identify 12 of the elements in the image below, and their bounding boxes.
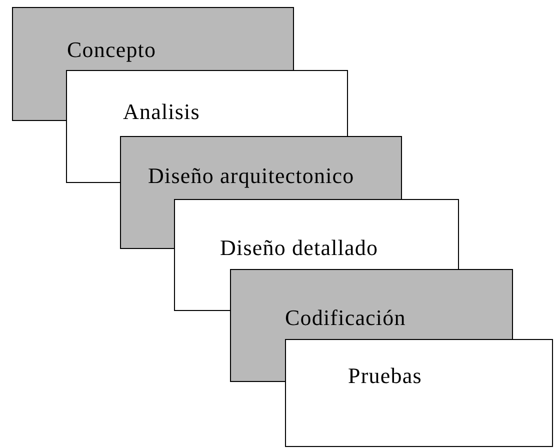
stage-label: Diseño arquitectonico bbox=[148, 163, 354, 189]
stage-box bbox=[285, 339, 553, 447]
stage-box bbox=[174, 199, 459, 269]
stage-box bbox=[12, 7, 294, 70]
stage-label: Analisis bbox=[123, 99, 200, 125]
stage-label: Diseño detallado bbox=[220, 235, 378, 261]
stage-box bbox=[230, 269, 513, 339]
stage-box bbox=[66, 70, 348, 136]
stage-box bbox=[120, 136, 402, 199]
stage-label: Codificación bbox=[285, 305, 406, 331]
stage-label: Concepto bbox=[67, 37, 156, 63]
stage-label: Pruebas bbox=[348, 363, 422, 389]
